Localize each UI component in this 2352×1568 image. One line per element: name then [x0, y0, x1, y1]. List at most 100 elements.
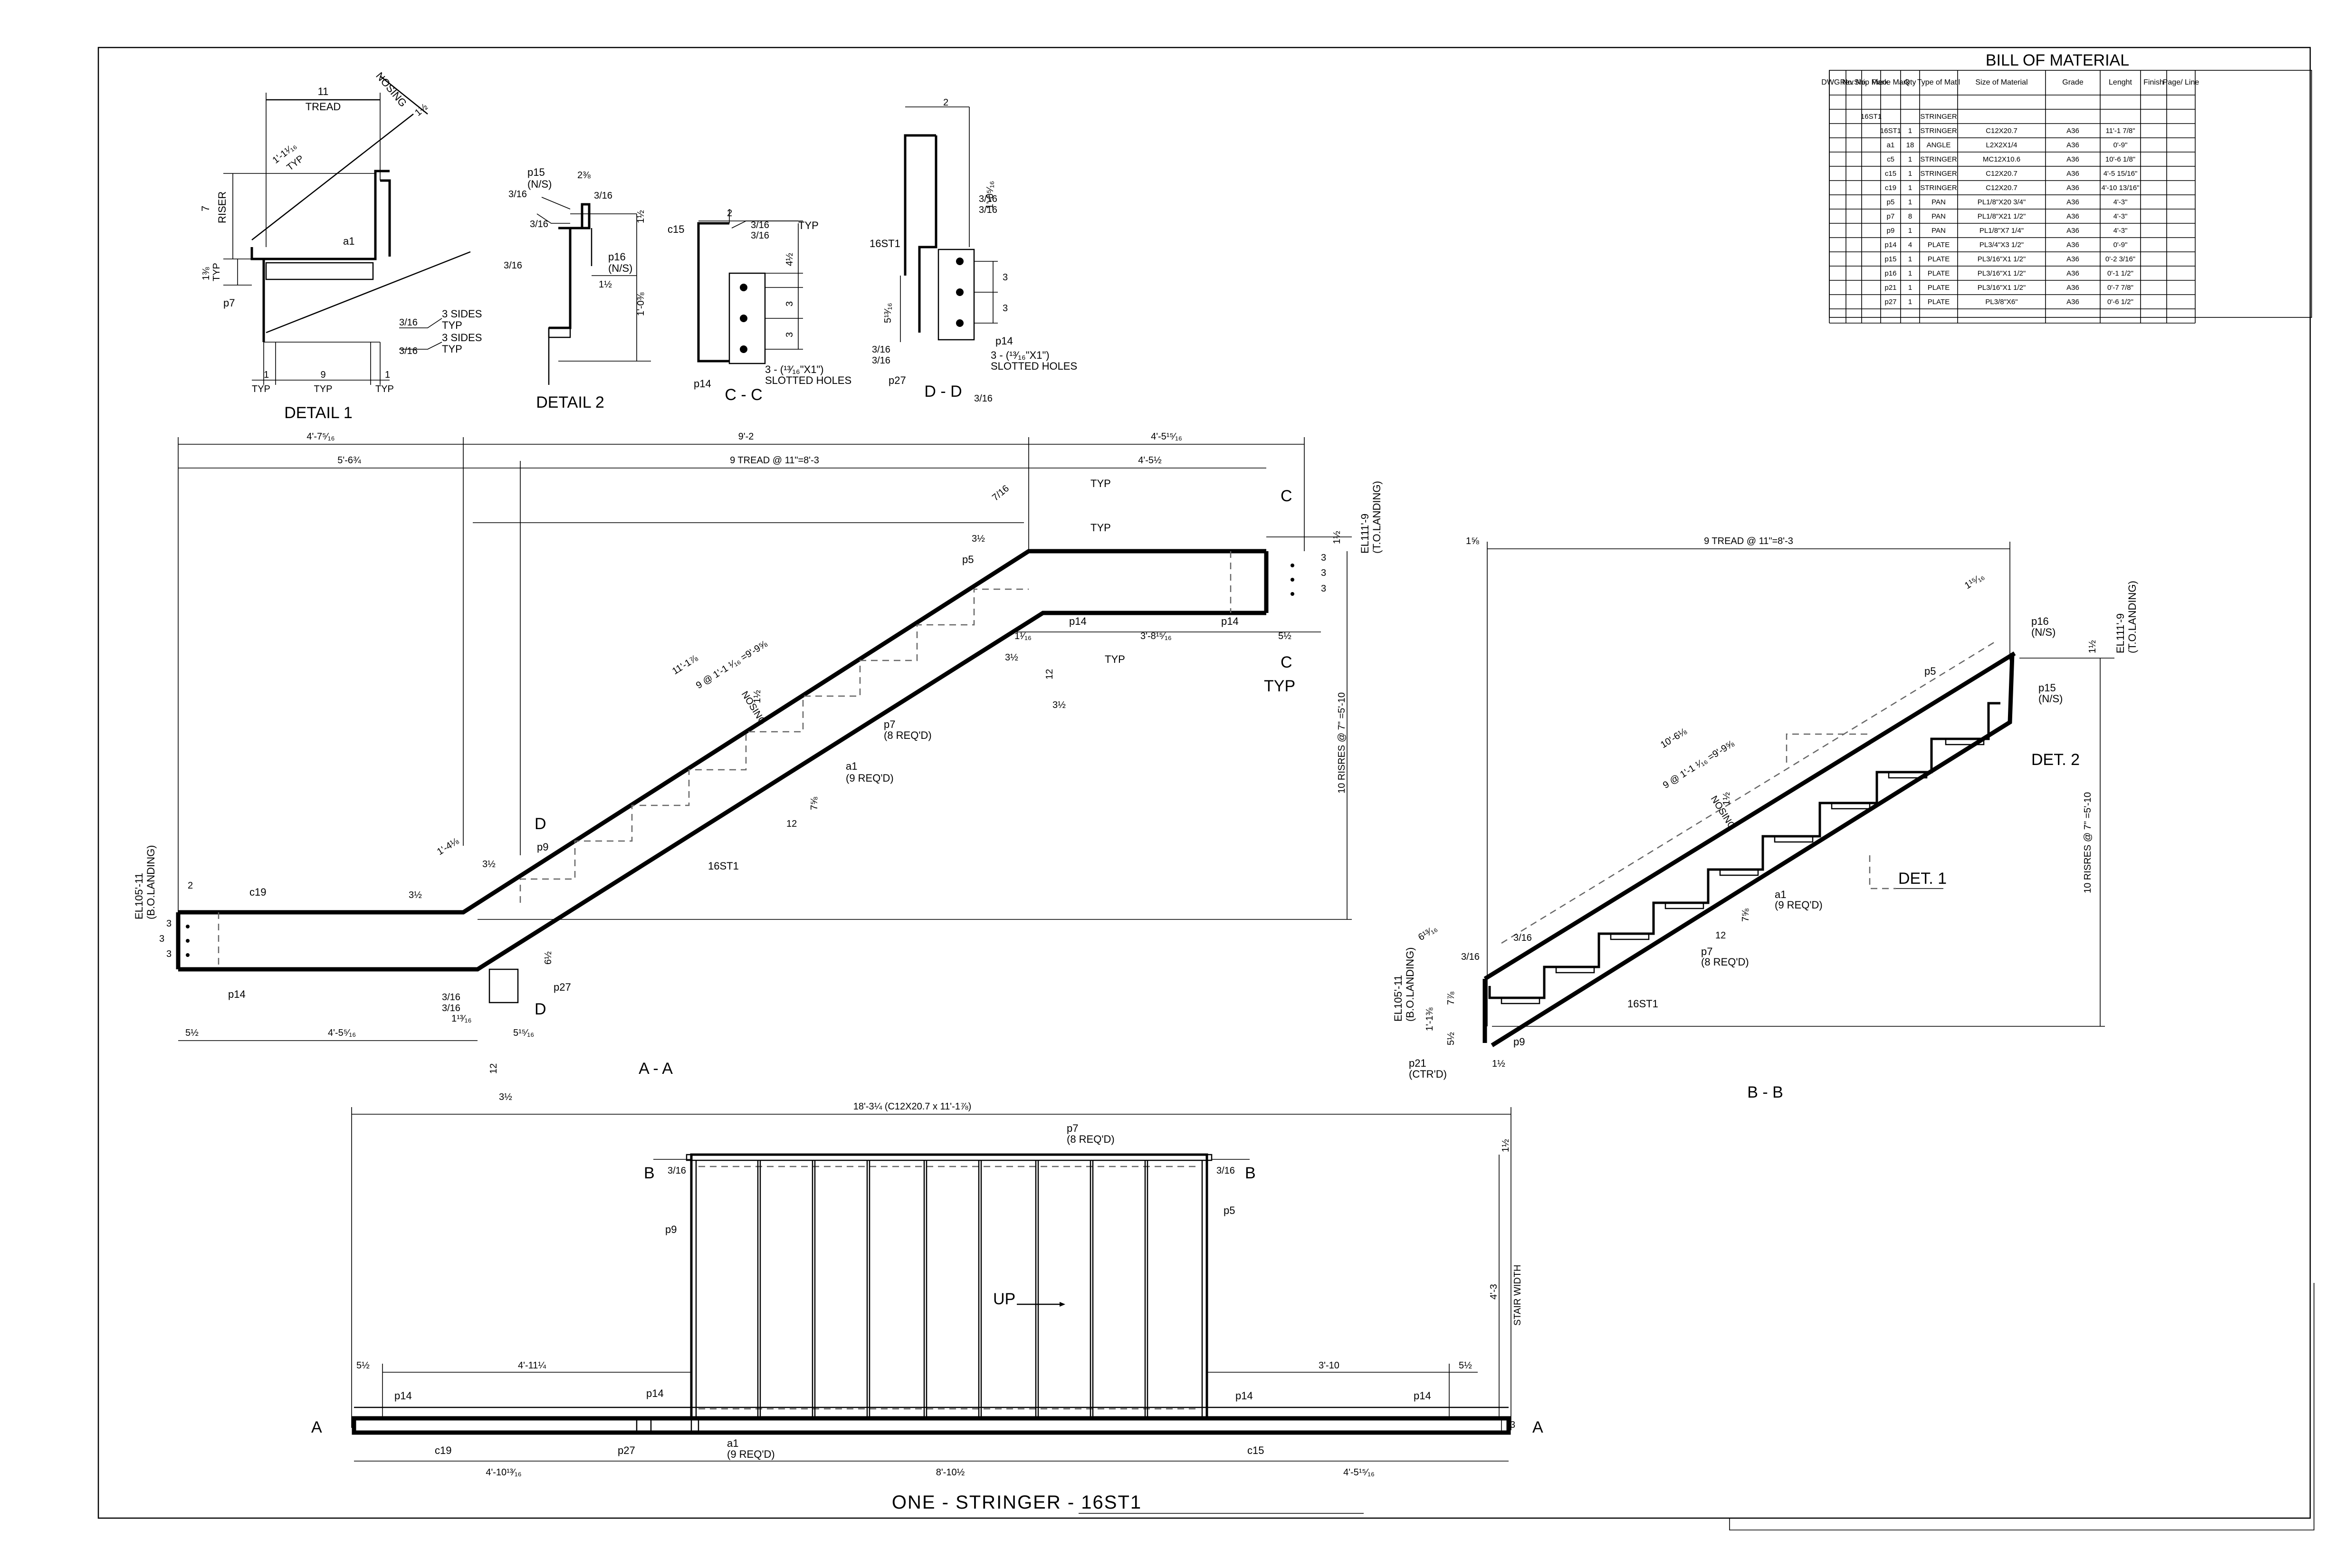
- aa-slope-rise: 7⅝: [809, 797, 820, 810]
- bb-p21-ctr: (CTR'D): [1409, 1068, 1447, 1080]
- bom-cell: A36: [2066, 284, 2079, 292]
- detail-1-tread-label: TREAD: [306, 101, 341, 113]
- detail-2-weld-a: 3/16: [508, 189, 527, 200]
- plan-bottom-2: 8'-10½: [936, 1467, 965, 1478]
- aa-p14-a: p14: [1069, 615, 1087, 627]
- bb-det-1: DET. 1: [1898, 870, 1947, 888]
- bom-cell: 0'-9": [2113, 141, 2128, 149]
- detail-1-weld-2-typ: TYP: [442, 343, 462, 355]
- detail-1-nosing: NOSING: [373, 70, 409, 109]
- plan-view: 18'-3¼ (C12X20.7 x 11'-1⅞) p7 (8 REQ'D) …: [311, 1101, 1543, 1514]
- plan-p14-c: p14: [1235, 1390, 1253, 1402]
- bb-p5: p5: [1924, 665, 1936, 677]
- plan-l512: 5½: [356, 1360, 370, 1371]
- aa-b45: 4'-5⁵⁄₁₆: [328, 1028, 356, 1038]
- aa-d2: 2: [188, 880, 193, 891]
- bom-cell: p21: [1884, 284, 1896, 292]
- title-block-corner: [1729, 1283, 2314, 1530]
- bom-cell: 4'-3": [2113, 198, 2128, 206]
- bom-cell: 4'-5 15/16": [2103, 170, 2138, 178]
- bom-cell: STRINGER: [1920, 127, 1957, 135]
- aa-weld-b: 3/16: [442, 1003, 460, 1013]
- section-d-d-dim-2: 3: [1003, 303, 1008, 314]
- bom-cell: PL1/8"X21 1/2": [1978, 212, 2026, 220]
- section-c-c-holes: 3 - (¹³⁄₁₆"X1"): [765, 363, 824, 375]
- plan-weld-1: 3/16: [668, 1166, 686, 1176]
- bom-cell: 0'-6 1/2": [2107, 298, 2133, 306]
- plan-a-left: A: [311, 1418, 322, 1436]
- bom-cell: A36: [2066, 298, 2079, 306]
- bom-cell: A36: [2066, 184, 2079, 192]
- section-d-d-top: 2: [943, 97, 948, 108]
- detail-1-bottom-dim-2: 9: [320, 370, 325, 380]
- bb-weld-b: 3/16: [1513, 933, 1532, 943]
- bom-cell: PL3/16"X1 1/2": [1978, 255, 2026, 263]
- bb-top-dim: 9 TREAD @ 11"=8'-3: [1704, 536, 1793, 546]
- aa-d51516: 5¹⁵⁄₁₆: [513, 1028, 534, 1038]
- bom-cell: 4'-10 13/16": [2102, 184, 2140, 192]
- bom-cell: A36: [2066, 227, 2079, 235]
- plan-width: 4'-3: [1489, 1284, 1499, 1300]
- bom-header-cell: Qty: [1904, 78, 1916, 86]
- bb-a1-req: (9 REQ'D): [1775, 899, 1823, 911]
- bom-cell: p27: [1884, 298, 1896, 306]
- plan-d3: 3: [1510, 1420, 1515, 1430]
- bom-cell: 4'-3": [2113, 212, 2128, 220]
- detail-2-weld-b: 3/16: [594, 191, 612, 201]
- bom-cell: 16ST1: [1861, 113, 1882, 121]
- aa-d312a: 3½: [1005, 652, 1018, 663]
- aa-d1116: 1¹⁄₁₆: [1014, 631, 1032, 641]
- plan-r310: 3'-10: [1319, 1360, 1339, 1371]
- aa-tr1: 7/16: [990, 483, 1011, 503]
- detail-1-bottom-typ-3: TYP: [375, 384, 394, 394]
- detail-1-riser: RISER: [216, 191, 228, 223]
- section-d-d-p27: p27: [889, 374, 906, 386]
- bom-cell: c5: [1887, 155, 1894, 163]
- aa-d11316: 1¹³⁄₁₆: [451, 1013, 472, 1024]
- bb-d78: 7⅞: [1446, 992, 1456, 1005]
- bb-slope-len: 10'-6⅛: [1659, 726, 1689, 750]
- plan-l411: 4'-11¼: [518, 1360, 546, 1371]
- bom-cell: PAN: [1931, 198, 1946, 206]
- bom-cell: p16: [1884, 269, 1896, 277]
- aa-len-2: 3'-8¹⁵⁄₁₆: [1140, 631, 1172, 641]
- bom-cell: PL1/8"X20 3/4": [1978, 198, 2026, 206]
- aa-p5: p5: [962, 554, 974, 565]
- section-d-d-weld-4: 3/16: [872, 355, 890, 366]
- aa-v312: 3½: [499, 1092, 512, 1102]
- detail-2-p15-ns: (N/S): [527, 178, 552, 190]
- bom-cell: PL3/16"X1 1/2": [1978, 284, 2026, 292]
- detail-2-weld-top: 2⅜: [577, 170, 591, 181]
- section-d-d-weld-2: 3/16: [979, 205, 997, 215]
- aa-el-bot: EL105'-11: [133, 873, 145, 919]
- bb-d158: 1⅝: [1466, 536, 1479, 546]
- section-c-c-holes-2: SLOTTED HOLES: [765, 374, 851, 386]
- view-a-a: 4'-7⁵⁄₁₆ 9'-2 4'-5¹⁵⁄₁₆ 5'-6¾ 9 TREAD @ …: [133, 431, 1383, 1102]
- bom-cell: a1: [1887, 141, 1895, 149]
- plan-p14-d: p14: [1414, 1390, 1431, 1402]
- section-c-c-top: 2: [727, 208, 732, 219]
- plan-a1-req: (9 REQ'D): [727, 1448, 775, 1460]
- bom-cell: MC12X10.6: [1983, 155, 2020, 163]
- aa-weld-a: 3/16: [442, 992, 460, 1003]
- section-c-c-dim-2: 3: [784, 301, 795, 306]
- detail-1-bottom-typ-2: TYP: [314, 384, 333, 394]
- bb-p16: p16: [2031, 615, 2049, 627]
- aa-slope-len: 11'-1⅞: [670, 653, 700, 677]
- detail-2-p16-ns: (N/S): [608, 262, 632, 274]
- section-c-c-dim-1: 4½: [784, 253, 795, 266]
- plan-b-left: B: [644, 1164, 655, 1182]
- bom-cell: c15: [1885, 170, 1896, 178]
- bom-cell: 1: [1908, 155, 1912, 163]
- aa-d612: 6½: [543, 951, 554, 965]
- bom-cell: A36: [2066, 170, 2079, 178]
- view-b-b: 9 TREAD @ 11"=8'-3 1⅝ 1¹⁵⁄₁₆ p16 (N/S) E…: [1392, 536, 2138, 1101]
- aa-top-dim-2: 9'-2: [738, 431, 754, 442]
- plan-p7-req: (8 REQ'D): [1067, 1133, 1115, 1145]
- detail-1-bottom-dim-3: 1: [385, 370, 390, 380]
- bom-cell: p14: [1884, 241, 1896, 249]
- bb-d11516: 1¹⁵⁄₁₆: [1963, 571, 1986, 591]
- detail-1-weld-2-note: 3 SIDES: [442, 332, 482, 344]
- detail-2-dim-vert: 1'-0⅜: [636, 292, 646, 316]
- aa-stringer: 16ST1: [708, 860, 739, 872]
